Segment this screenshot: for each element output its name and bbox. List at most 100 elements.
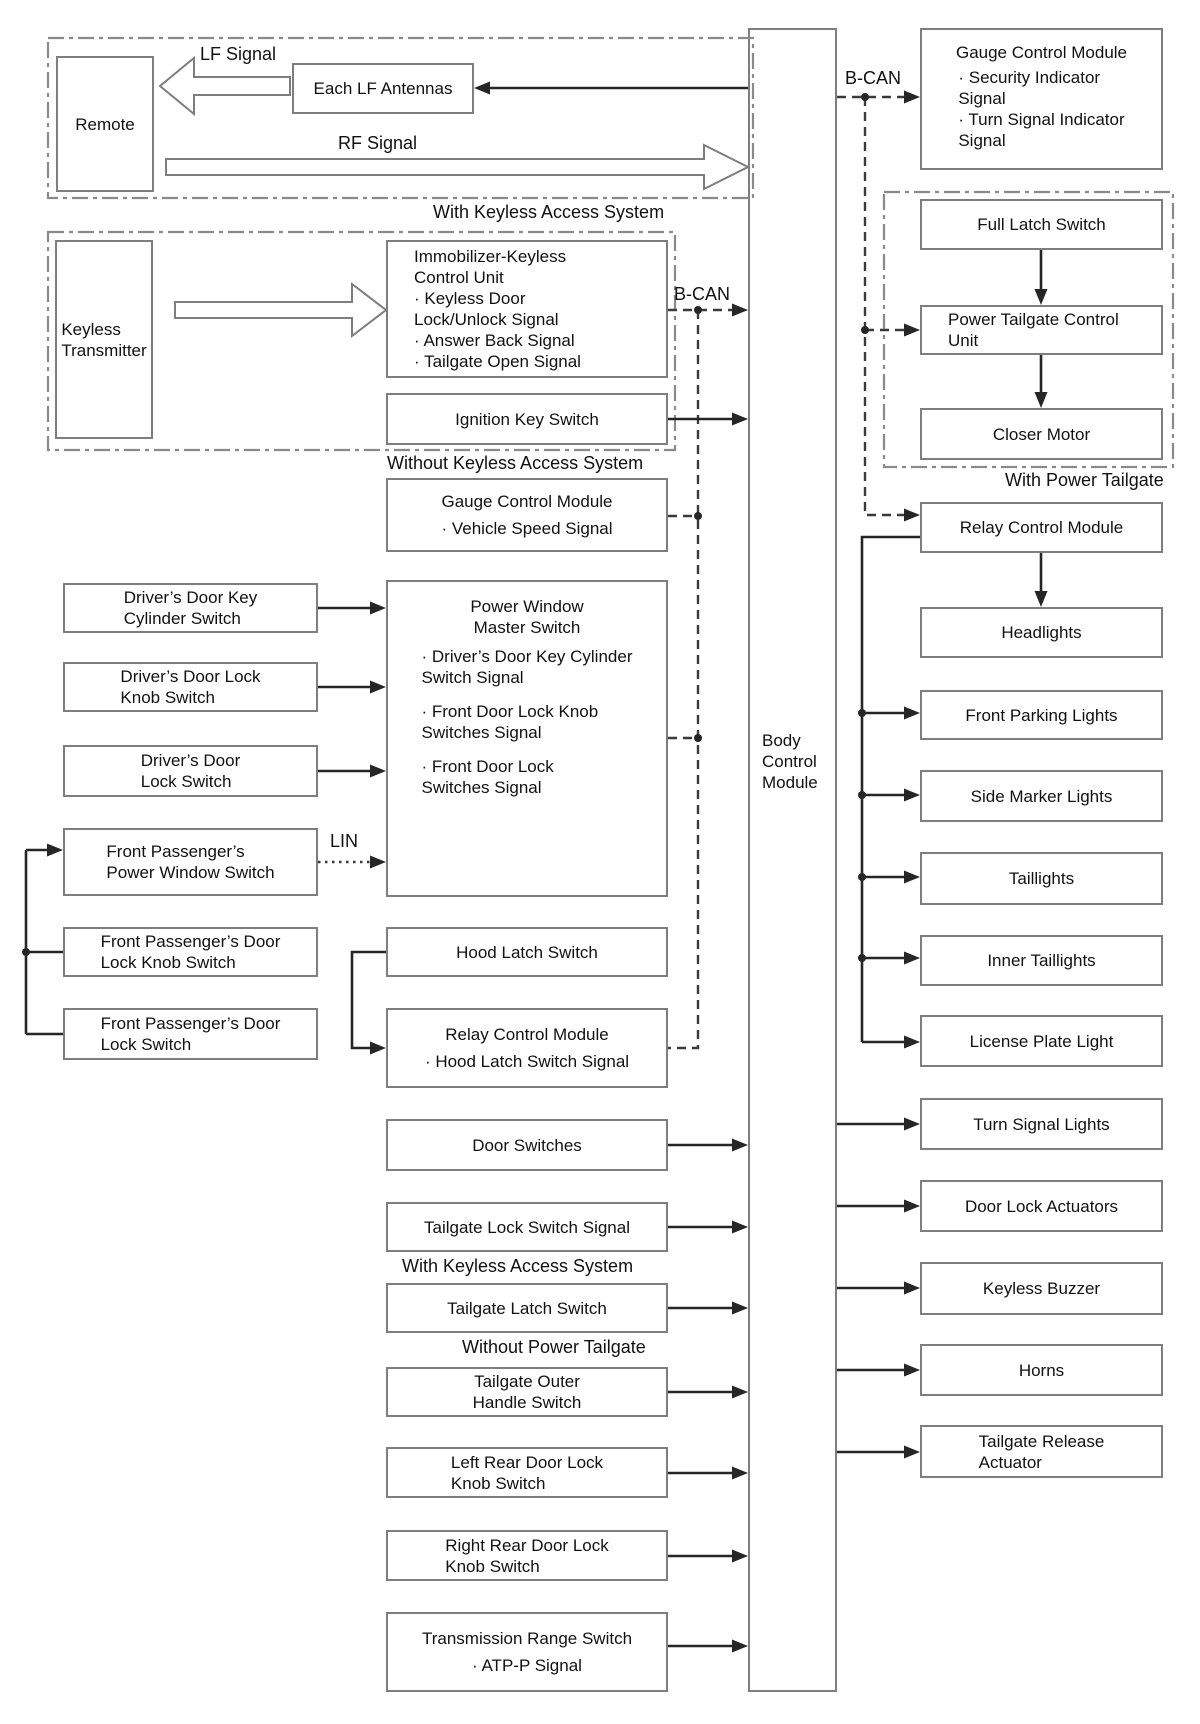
arrowhead [370,680,386,694]
label-line: Remote [75,114,135,134]
arrowhead [370,601,386,615]
remote: Remote [56,56,154,192]
label-line: Immobilizer-Keyless [414,247,567,266]
label-line: Knob Switch [120,688,215,707]
arrowhead [1034,289,1048,305]
arrowhead [732,1220,748,1234]
label-line: · Security Indicator [958,68,1101,87]
label-line: Keyless Buzzer [982,1279,1101,1298]
arrowhead [904,1445,920,1459]
caption-with-power-tailgate: With Power Tailgate [1005,470,1164,490]
label-line: Driver’s Door Lock [120,667,261,686]
license-plate-light: License Plate Light [920,1015,1163,1067]
label-line: Signal [958,89,1006,108]
arrowhead [1034,591,1048,607]
arrowhead [370,855,386,869]
horns: Horns [920,1344,1163,1396]
taillights: Taillights [920,852,1163,905]
label-line: Power Window [470,597,584,616]
label-line: Left Rear Door Lock [450,1452,604,1472]
label-line: Front Parking Lights [965,705,1118,725]
keyless-transmitter-arrow [174,281,388,339]
label-line: Front Passenger’s Door [100,932,281,951]
label-line: Driver’s Door [140,751,241,770]
label-line: Power Tailgate Control [948,310,1119,329]
arrowhead [1034,392,1048,408]
label-line: Taillights [1008,869,1075,888]
label-line: · Answer Back Signal [414,331,575,350]
label-line: · Tailgate Open Signal [414,352,581,371]
label-line: · Vehicle Speed Signal [441,519,613,538]
label-line: Keyless [61,319,121,339]
tailgate-latch-switch: Tailgate Latch Switch [386,1283,668,1333]
label-line: Tailgate Release [978,1431,1105,1451]
label-line: Lock/Unlock Signal [414,310,559,329]
label-line: Tailgate Lock Switch Signal [423,1217,630,1237]
label-line: Gauge Control Module [441,492,613,511]
each-lf-antennas: Each LF Antennas [292,63,474,114]
arrowhead [732,412,748,426]
arrowhead [904,870,920,884]
ignition-key-switch: Ignition Key Switch [386,393,668,445]
label-line: Transmission Range Switch [421,1629,633,1648]
junction-dot [694,512,702,520]
junction-dot [858,873,866,881]
label-line: Horns [1018,1360,1065,1380]
label-line: Turn Signal Lights [973,1114,1110,1134]
door-lock-actuators: Door Lock Actuators [920,1180,1163,1232]
label-line: Knob Switch [445,1556,540,1576]
label-line [422,743,633,756]
bus-label-lf-signal: LF Signal [200,44,277,64]
label-line: Headlights [1001,623,1082,642]
label-line: Switches Signal [421,723,542,742]
label-line: Hood Latch Switch [456,942,598,962]
label-line: Each LF Antennas [313,79,453,98]
arrowhead [370,1041,386,1055]
label-line: Transmitter [61,340,147,360]
label-line: Handle Switch [472,1393,582,1412]
relay-control-module-hood-latch: Relay Control Module· Hood Latch Switch … [386,1008,668,1088]
arrowhead [904,323,920,337]
arrowhead [904,508,920,522]
transmission-range-switch: Transmission Range Switch· ATP-P Signal [386,1612,668,1692]
label-line [422,688,633,701]
arrowhead [47,843,63,857]
gauge-control-module-indicators: Gauge Control Module· Security Indicator… [920,28,1163,170]
front-parking-lights: Front Parking Lights [920,690,1163,740]
label-line: Right Rear Door Lock [445,1535,609,1555]
hood-latch-switch: Hood Latch Switch [386,927,668,977]
label-line: Relay Control Module [445,1025,609,1044]
label-line: Control Unit [414,268,504,287]
closer-motor: Closer Motor [920,408,1163,460]
label-line: · Keyless Door [414,289,526,308]
junction-dot [858,709,866,717]
label-line: Tailgate Outer [474,1372,580,1391]
headlights: Headlights [920,607,1163,658]
label-line: Closer Motor [992,424,1091,444]
junction-dot [858,954,866,962]
label-line: Module [762,773,818,792]
label-line: Front Passenger’s Door [100,1014,281,1033]
arrowhead [732,1639,748,1653]
caption-without-power-tailgate: Without Power Tailgate [462,1337,646,1357]
label-line: Side Marker Lights [970,786,1113,806]
label-line: Cylinder Switch [123,609,241,628]
arrowhead [904,1281,920,1295]
arrowhead [474,81,490,95]
label-line: · Front Door Lock Knob [421,702,599,721]
tailgate-lock-switch-signal: Tailgate Lock Switch Signal [386,1202,668,1252]
label-line: · Driver’s Door Key Cylinder [421,647,633,666]
relay-control-module-right: Relay Control Module [920,502,1163,553]
label-line: Driver’s Door Key [123,588,258,607]
label-line: Full Latch Switch [977,215,1106,234]
label-line: Door Switches [472,1135,582,1155]
